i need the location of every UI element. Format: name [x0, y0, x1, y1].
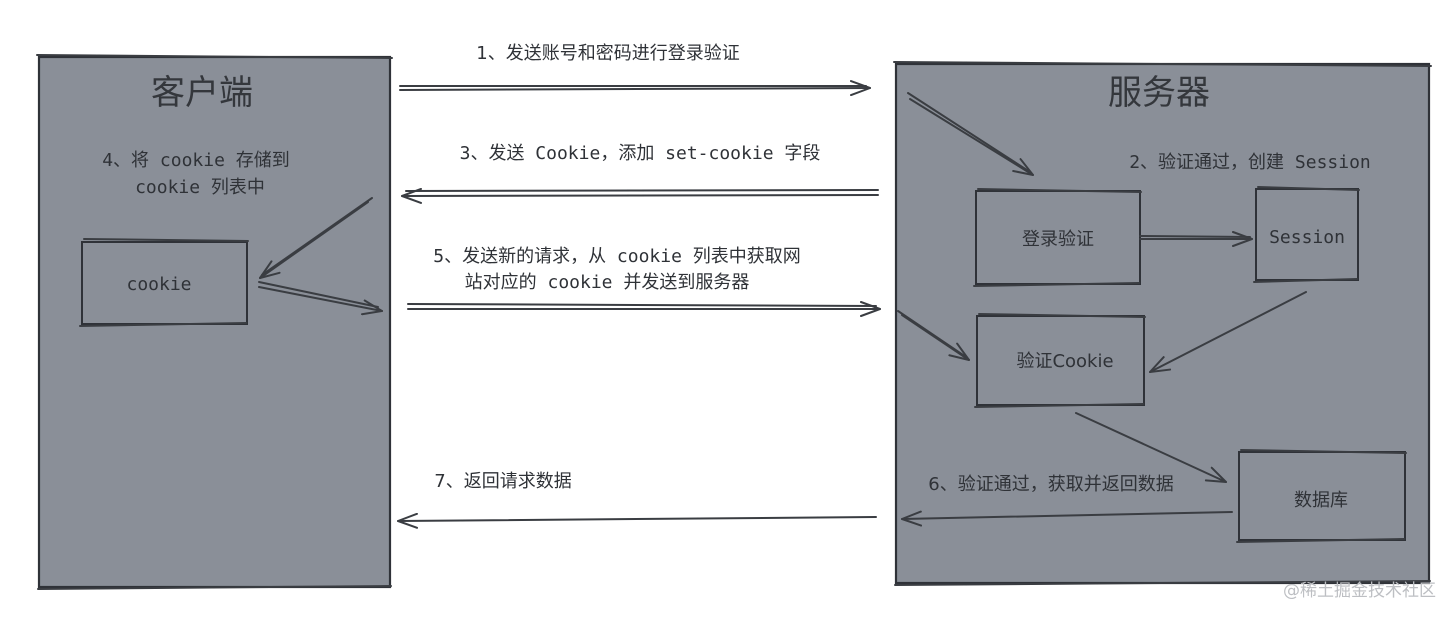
cookie-box-label: cookie: [126, 274, 191, 295]
database-to-response-arrow: [901, 510, 1233, 527]
client-store-step-line2: cookie 列表中: [135, 177, 265, 198]
step7-arrow: [397, 512, 877, 529]
database-box: 数据库: [1236, 449, 1407, 543]
step3-arrow: [401, 187, 879, 204]
server-title: 服务器: [1108, 73, 1210, 113]
database-box-label: 数据库: [1294, 490, 1348, 511]
watermark: @稀土掘金技术社区: [1283, 581, 1436, 601]
login-verify-box-label: 登录验证: [1022, 229, 1094, 250]
cookie-box-rect: [81, 241, 248, 325]
to-verify-arrow: [901, 314, 970, 361]
verify-cookie-box-sketch-edge: [974, 313, 1146, 408]
login-to-session-arrow-line-a: [1139, 235, 1251, 238]
server-panel: 服务器 2、验证通过，创建 Session 登录验证 Session 验证Coo…: [893, 61, 1432, 586]
session-box-rect: [1255, 188, 1359, 281]
session-box-label: Session: [1269, 227, 1345, 248]
client-panel-sketch-edge: [36, 54, 393, 590]
step1-label: 1、发送账号和密码进行登录验证: [476, 43, 739, 64]
session-to-verify-arrow: [1149, 291, 1307, 373]
verify-cookie-box: 验证Cookie: [974, 313, 1146, 408]
client-store-step-line1: 4、将 cookie 存储到: [102, 150, 290, 171]
server-fetch-data-step: 6、验证通过，获取并返回数据: [928, 474, 1173, 495]
cookie-box: cookie: [79, 238, 249, 327]
step3-label: 3、发送 Cookie，添加 set-cookie 字段: [460, 143, 821, 164]
step1-arrow: [399, 80, 871, 97]
client-title: 客户端: [151, 73, 253, 113]
arrows: [258, 80, 1307, 529]
verify-to-database-arrow: [1075, 412, 1227, 483]
login-verify-box: 登录验证: [973, 188, 1142, 287]
client-panel: 客户端 4、将 cookie 存储到 cookie 列表中 cookie: [36, 54, 393, 590]
from-cookie-arrow-line-a: [258, 281, 379, 308]
cookie-box-sketch-edge: [79, 238, 249, 327]
database-box-sketch-edge: [1236, 449, 1407, 543]
session-box-sketch-edge: [1253, 186, 1360, 283]
database-box-rect: [1238, 451, 1406, 541]
step5-label-line1: 5、发送新的请求，从 cookie 列表中获取网: [433, 246, 801, 267]
verify-cookie-box-label: 验证Cookie: [1016, 351, 1113, 372]
login-verify-box-sketch-edge: [973, 188, 1142, 287]
step5-label-line2: 站对应的 cookie 并发送到服务器: [465, 272, 750, 293]
to-login-arrow: [909, 98, 1034, 176]
to-login-arrow-line-a: [907, 92, 1031, 173]
step7-label: 7、返回请求数据: [434, 471, 571, 492]
step3-arrow-line-a: [405, 189, 879, 192]
session-box: Session: [1253, 186, 1360, 283]
from-cookie-arrow: [258, 286, 383, 316]
server-panel-sketch-edge: [893, 61, 1432, 586]
server-create-session-step: 2、验证通过，创建 Session: [1129, 152, 1371, 173]
to-cookie-arrow: [259, 201, 369, 279]
step5-arrow-line-a: [407, 303, 877, 307]
verify-cookie-box-rect: [976, 315, 1145, 406]
